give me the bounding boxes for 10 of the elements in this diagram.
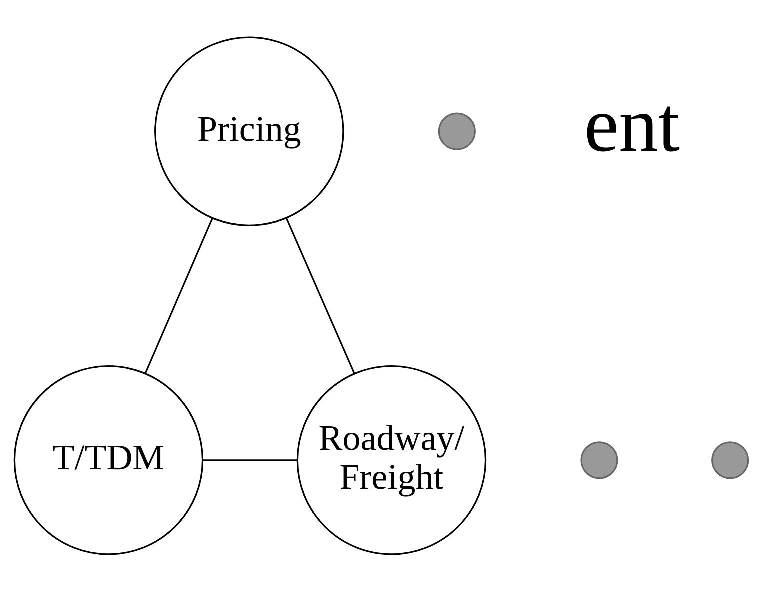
connector [203,460,298,462]
connector [144,218,214,374]
node-circle [438,112,476,150]
node-circle: Pricing [154,36,344,226]
connector [286,218,356,374]
node-circle [712,442,750,480]
label: ent [584,81,680,168]
node-circle: Roadway/ Freight [296,366,487,556]
node-circle: T/TDM [14,366,204,556]
node-circle [580,442,618,480]
